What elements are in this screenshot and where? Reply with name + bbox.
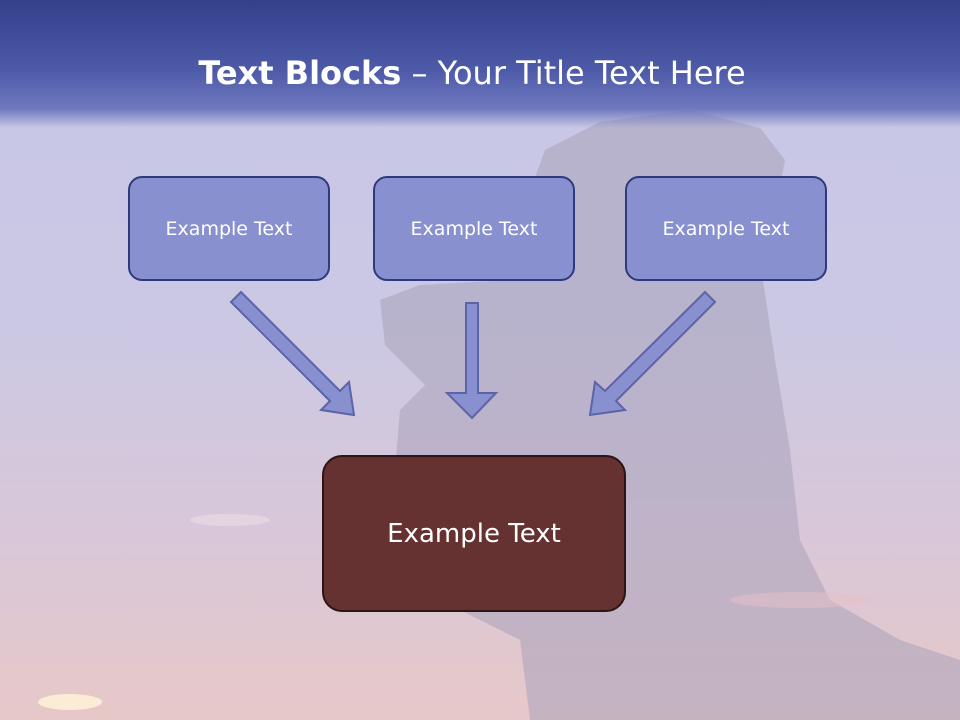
text-block-3[interactable]: Example Text [625, 176, 827, 281]
text-block-1[interactable]: Example Text [128, 176, 330, 281]
title-bar [0, 0, 960, 128]
target-text-block[interactable]: Example Text [322, 455, 626, 612]
title-bold: Text Blocks [198, 54, 402, 92]
title-rest: Your Title Text Here [437, 54, 746, 92]
arrow-middle [444, 302, 499, 420]
page-title: Text Blocks – Your Title Text Here [0, 54, 944, 92]
arrow-left [229, 290, 356, 417]
arrow-right [588, 290, 717, 417]
title-separator: – [401, 54, 438, 92]
text-block-2[interactable]: Example Text [373, 176, 575, 281]
